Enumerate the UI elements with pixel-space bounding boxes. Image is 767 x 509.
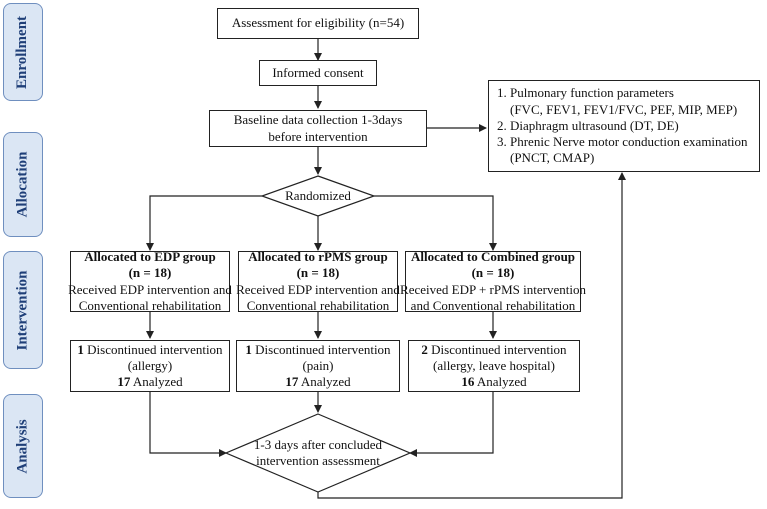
analyzed-label: Analyzed (476, 374, 527, 390)
edp-group-box: Allocated to EDP group (n = 18) Received… (68, 249, 232, 313)
discontinued-label: Discontinued intervention (431, 341, 567, 357)
phase-intervention: Intervention (3, 251, 43, 369)
arrow-to-edp-group (146, 195, 262, 251)
analyzed-count: 17 (117, 374, 131, 390)
discontinued-reason: (allergy, leave hospital) (432, 357, 555, 373)
phase-allocation: Allocation (3, 132, 43, 237)
discontinued-count: 1 (245, 341, 252, 357)
discontinued-reason: (allergy) (127, 357, 173, 373)
rpms-discontinued-box: 1 Discontinued intervention (pain) 17 An… (236, 340, 400, 392)
discontinued-label: Discontinued intervention (87, 341, 223, 357)
consent-box: Informed consent (259, 60, 377, 86)
measures-box: 1. Pulmonary function parameters (FVC, F… (488, 80, 760, 172)
analyzed-count: 17 (285, 374, 299, 390)
combined-discontinued-box: 2 Discontinued intervention (allergy, le… (408, 340, 580, 392)
analyzed-label: Analyzed (132, 374, 183, 390)
analyzed-count: 16 (461, 374, 475, 390)
edp-discontinued-box: 1 Discontinued intervention (allergy) 17… (70, 340, 230, 392)
analyzed-label: Analyzed (300, 374, 351, 390)
arrow-edp-to-final (149, 392, 227, 457)
phase-enrollment: Enrollment (3, 3, 43, 101)
baseline-box: Baseline data collection 1-3days before … (209, 110, 427, 147)
randomized-label: Randomized (285, 188, 351, 203)
discontinued-count: 2 (421, 341, 428, 357)
rpms-group-box: Allocated to rPMS group (n = 18) Receive… (236, 249, 400, 313)
final-assessment-label: 1-3 days after concluded intervention as… (253, 437, 383, 469)
discontinued-label: Discontinued intervention (255, 341, 391, 357)
combined-group-box: Allocated to Combined group (n = 18) Rec… (400, 249, 586, 313)
arrow-final-to-measures (317, 172, 626, 499)
eligibility-box: Assessment for eligibility (n=54) (217, 8, 419, 39)
phase-analysis: Analysis (3, 394, 43, 498)
arrow-combined-to-final (409, 392, 494, 457)
arrow-to-combined-group (374, 195, 497, 251)
discontinued-count: 1 (77, 341, 84, 357)
discontinued-reason: (pain) (302, 357, 334, 373)
